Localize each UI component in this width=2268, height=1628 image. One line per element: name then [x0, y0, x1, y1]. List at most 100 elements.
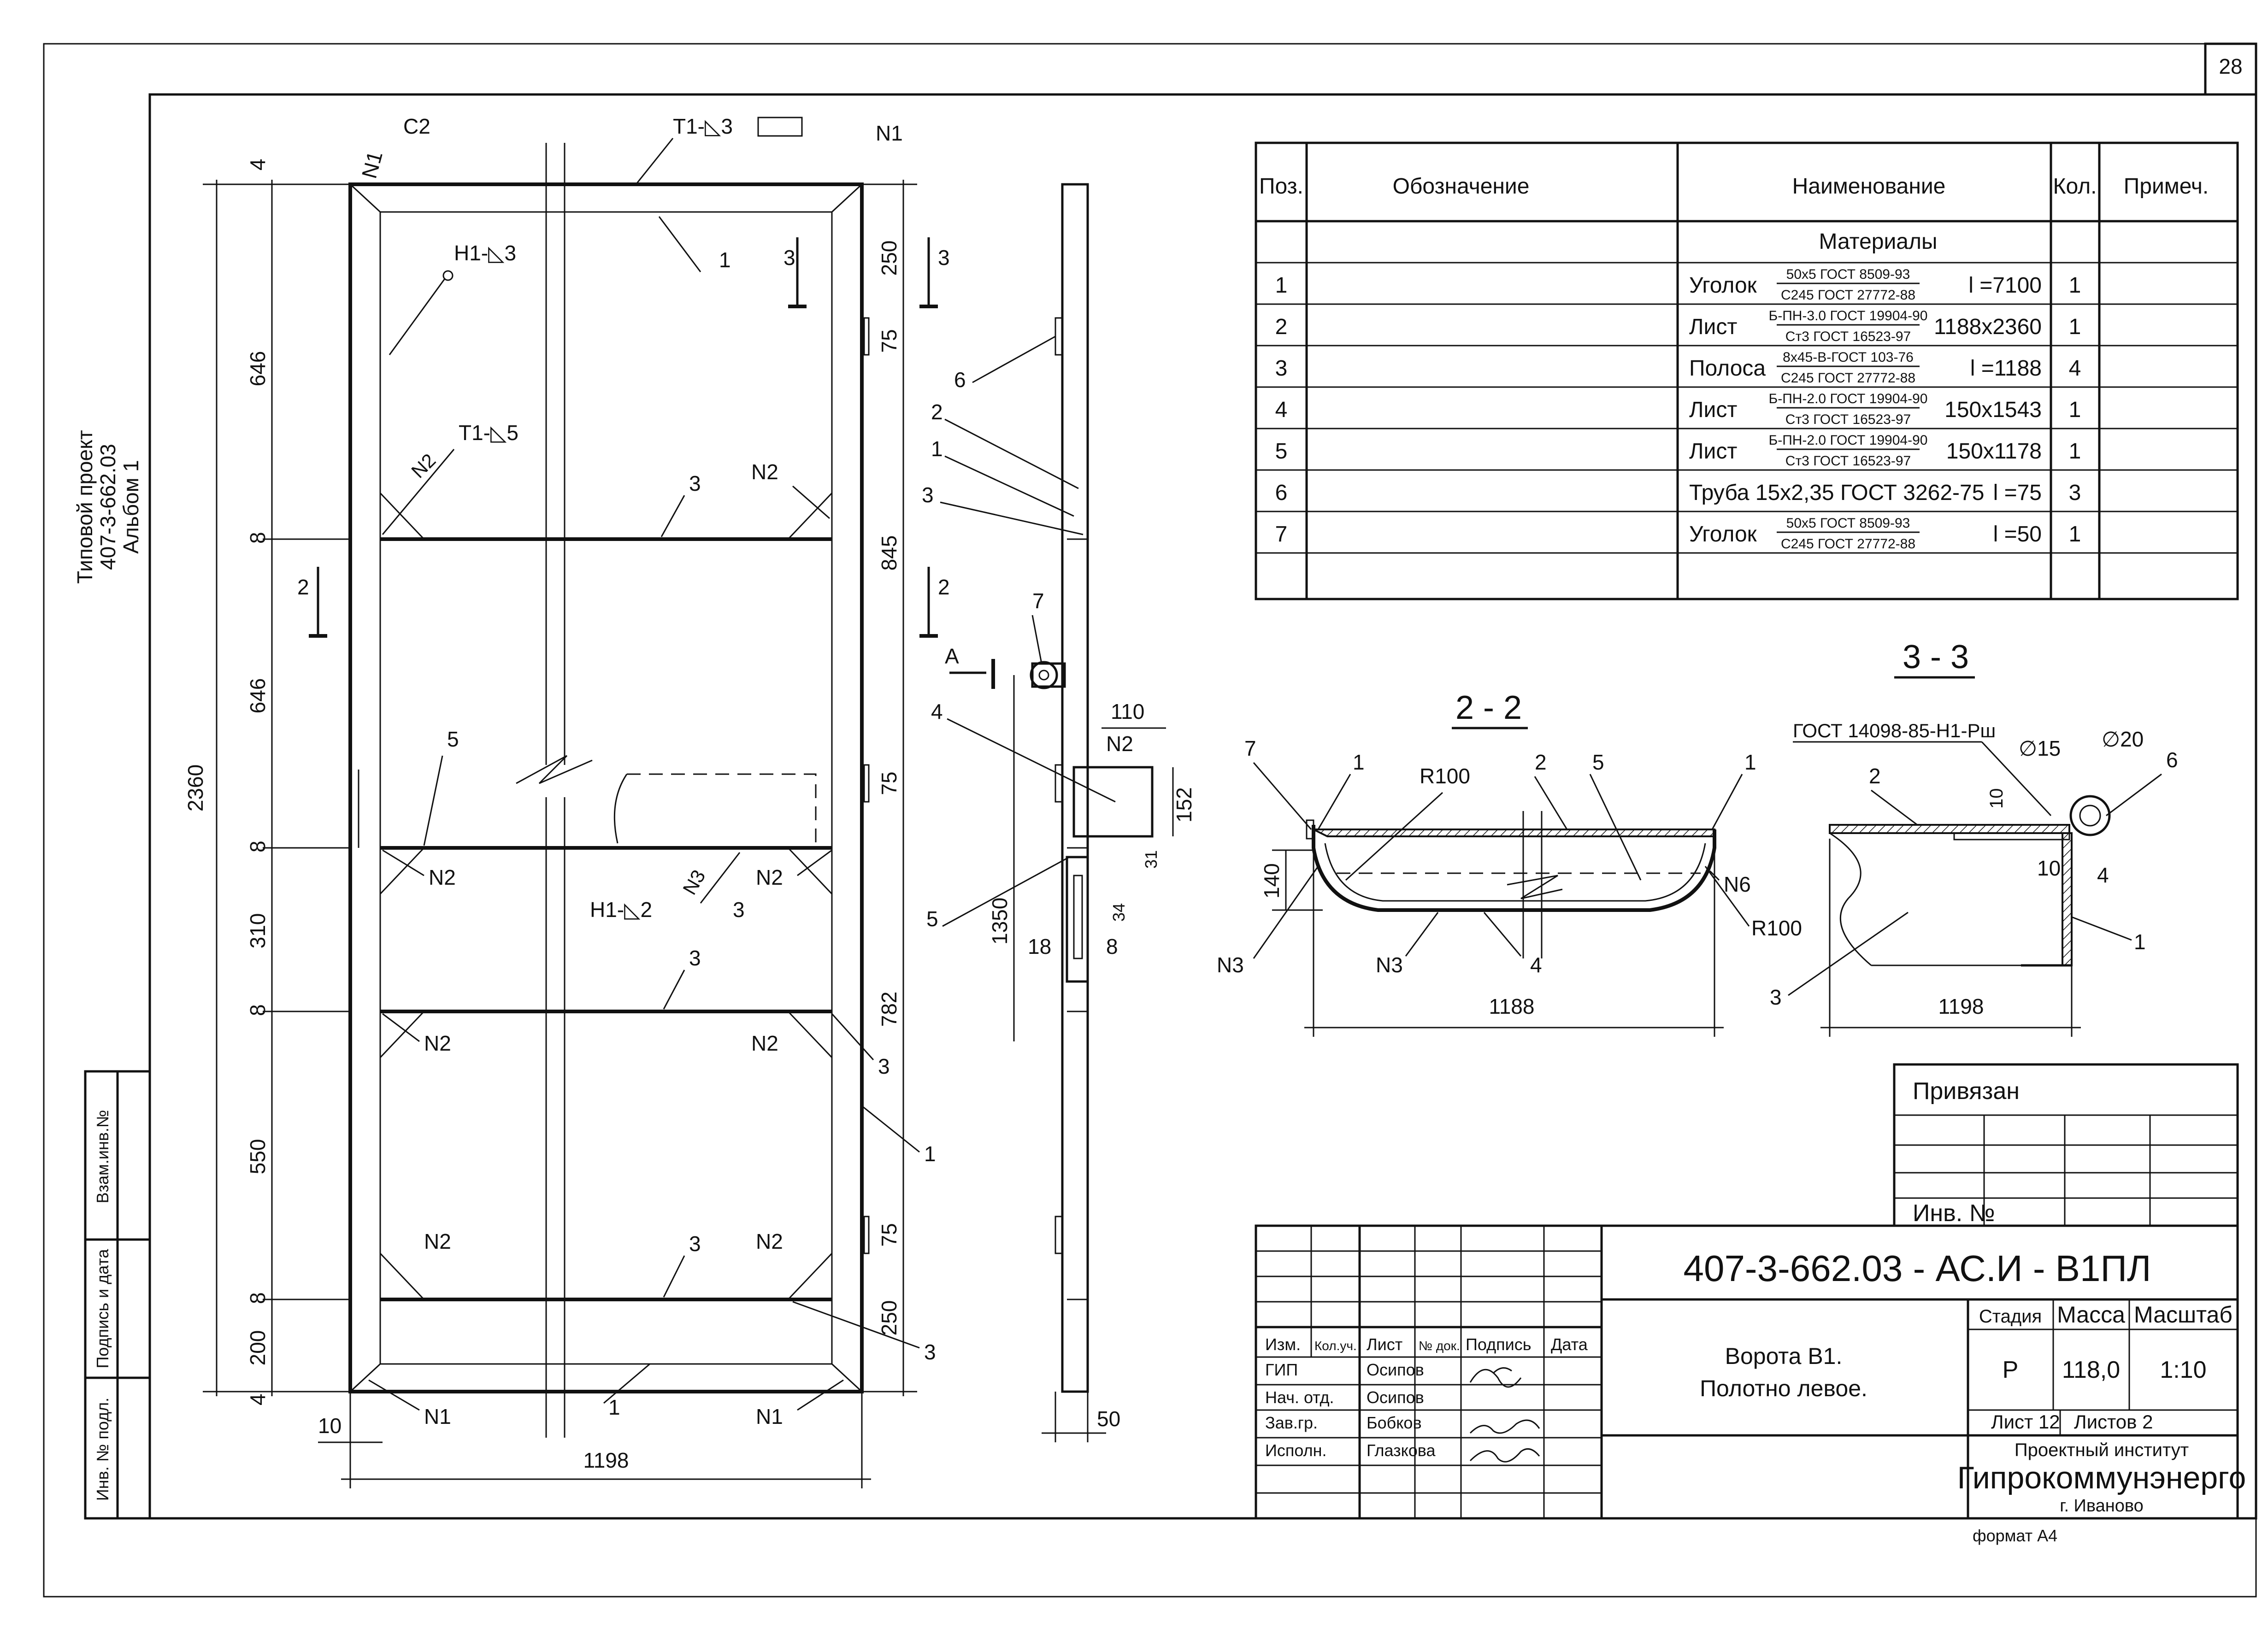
- svg-text:8: 8: [246, 840, 270, 852]
- svg-text:Лист 12: Лист 12: [1991, 1411, 2060, 1433]
- svg-text:A: A: [945, 644, 959, 668]
- svg-text:Лист: Лист: [1367, 1335, 1402, 1354]
- svg-text:646: 646: [246, 678, 270, 714]
- svg-text:31: 31: [1142, 850, 1161, 869]
- svg-text:6: 6: [954, 368, 966, 392]
- spec-name: Лист: [1689, 398, 1737, 422]
- svg-text:Поз.: Поз.: [1259, 174, 1303, 199]
- svg-text:Глазкова: Глазкова: [1367, 1441, 1436, 1460]
- svg-text:Масштаб: Масштаб: [2134, 1302, 2233, 1328]
- spec-pos: 1: [1275, 273, 1288, 298]
- signature-marks: [1469, 1367, 1540, 1463]
- main-front-view: [348, 143, 864, 1438]
- svg-text:5: 5: [1592, 750, 1604, 774]
- svg-text:N1: N1: [424, 1405, 451, 1428]
- svg-text:1: 1: [1353, 750, 1365, 774]
- svg-text:3: 3: [924, 1340, 936, 1364]
- svg-text:Типовой проект: Типовой проект: [73, 430, 97, 584]
- svg-text:34: 34: [1109, 903, 1128, 922]
- svg-text:75: 75: [877, 329, 901, 353]
- section-3-3: 3 - 3 ГОСТ 14098-85-Н1-Рш ∅15 ∅20 6 2 10…: [1770, 639, 2178, 1037]
- svg-text:Исполн.: Исполн.: [1265, 1441, 1327, 1460]
- drawing-code: 407-3-662.03 - АС.И - В1ПЛ: [1683, 1248, 2151, 1289]
- svg-text:1: 1: [608, 1395, 620, 1419]
- svg-text:3: 3: [689, 946, 701, 970]
- spec-qty: 1: [2069, 439, 2081, 464]
- svg-text:1188: 1188: [1489, 994, 1535, 1018]
- spec-top: 50х5 ГОСТ 8509-93: [1786, 267, 1910, 282]
- svg-text:Проектный институт: Проектный институт: [2015, 1440, 2189, 1460]
- svg-text:Материалы: Материалы: [1819, 229, 1937, 254]
- spec-pos: 6: [1275, 481, 1288, 505]
- svg-text:г. Иваново: г. Иваново: [2060, 1496, 2144, 1516]
- spec-name: Труба 15х2,35 ГОСТ 3262-75: [1689, 481, 1984, 505]
- svg-text:Стадия: Стадия: [1979, 1306, 2042, 1327]
- svg-text:8: 8: [1106, 934, 1118, 958]
- spec-bottom: С245 ГОСТ 27772-88: [1781, 370, 1915, 386]
- svg-text:Т1-◺5: Т1-◺5: [459, 421, 518, 445]
- spec-bottom: Ст3 ГОСТ 16523-97: [1785, 412, 1911, 427]
- svg-text:407-3-662.03: 407-3-662.03: [96, 444, 120, 570]
- svg-text:1: 1: [1744, 750, 1756, 774]
- svg-text:N2: N2: [424, 1031, 451, 1055]
- spec-qty: 4: [2069, 356, 2081, 381]
- spec-pos: 2: [1275, 315, 1288, 339]
- svg-text:10: 10: [2037, 856, 2061, 880]
- spec-size: 1188х2360: [1934, 315, 2042, 339]
- svg-text:310: 310: [246, 913, 270, 949]
- svg-text:Полотно левое.: Полотно левое.: [1700, 1375, 1867, 1401]
- svg-text:N2: N2: [751, 460, 778, 484]
- svg-text:Обозначение: Обозначение: [1393, 174, 1530, 199]
- svg-text:N2: N2: [424, 1229, 451, 1253]
- svg-text:5: 5: [447, 727, 459, 751]
- svg-text:Примеч.: Примеч.: [2124, 174, 2209, 199]
- svg-text:С2: С2: [403, 114, 430, 138]
- svg-text:N1: N1: [357, 148, 387, 181]
- spec-top: Б-ПН-2.0 ГОСТ 19904-90: [1769, 391, 1928, 406]
- svg-text:Зав.гр.: Зав.гр.: [1265, 1413, 1318, 1432]
- svg-text:∅15: ∅15: [2019, 736, 2061, 760]
- svg-text:2: 2: [1535, 750, 1547, 774]
- svg-text:Осипов: Осипов: [1367, 1388, 1424, 1407]
- svg-text:Подпись и дата: Подпись и дата: [93, 1249, 112, 1369]
- main-view-labels: С2 Т1-◺3 N1 N1 Н1-◺3 Т1-◺5 N2 N2 1 3 5 N…: [297, 114, 950, 1428]
- svg-text:5: 5: [926, 907, 938, 931]
- svg-text:1350: 1350: [988, 898, 1012, 945]
- title-block-text: Привязан Инв. № 407-3-662.03 - АС.И - В1…: [1265, 1078, 2246, 1545]
- svg-text:152: 152: [1172, 787, 1196, 823]
- spec-pos: 3: [1275, 356, 1288, 381]
- spec-top: 8х45-В-ГОСТ 103-76: [1783, 350, 1914, 365]
- svg-text:6: 6: [2166, 748, 2178, 772]
- svg-text:Н1-◺2: Н1-◺2: [590, 898, 652, 922]
- spec-top: 50х5 ГОСТ 8509-93: [1786, 516, 1910, 531]
- svg-text:4: 4: [1530, 953, 1542, 977]
- svg-text:N1: N1: [876, 121, 903, 145]
- svg-text:1: 1: [719, 248, 731, 272]
- svg-text:Подпись: Подпись: [1466, 1335, 1531, 1354]
- svg-text:1: 1: [931, 437, 943, 461]
- svg-text:Т1-◺3: Т1-◺3: [673, 114, 733, 138]
- svg-text:250: 250: [877, 241, 901, 276]
- svg-text:∅20: ∅20: [2102, 727, 2144, 751]
- svg-text:N2: N2: [407, 449, 440, 482]
- svg-text:3 - 3: 3 - 3: [1903, 639, 1969, 676]
- svg-text:646: 646: [246, 351, 270, 387]
- svg-text:10: 10: [318, 1414, 342, 1438]
- svg-text:7: 7: [1032, 589, 1044, 613]
- svg-text:8: 8: [246, 1292, 270, 1304]
- svg-text:200: 200: [246, 1330, 270, 1366]
- svg-text:2: 2: [1869, 764, 1881, 788]
- svg-text:Масса: Масса: [2057, 1302, 2125, 1328]
- title-block: [1255, 1063, 2239, 1520]
- svg-text:10: 10: [1986, 788, 2007, 809]
- svg-text:3: 3: [922, 483, 934, 507]
- spec-name: Лист: [1689, 315, 1737, 339]
- svg-text:140: 140: [1260, 863, 1284, 899]
- svg-text:782: 782: [877, 992, 901, 1027]
- spec-name: Лист: [1689, 439, 1737, 464]
- svg-text:N2: N2: [1106, 732, 1133, 756]
- svg-text:2: 2: [297, 575, 309, 599]
- svg-text:N2: N2: [756, 865, 783, 889]
- outer-frame: [43, 42, 2257, 1598]
- svg-text:N3: N3: [1376, 953, 1403, 977]
